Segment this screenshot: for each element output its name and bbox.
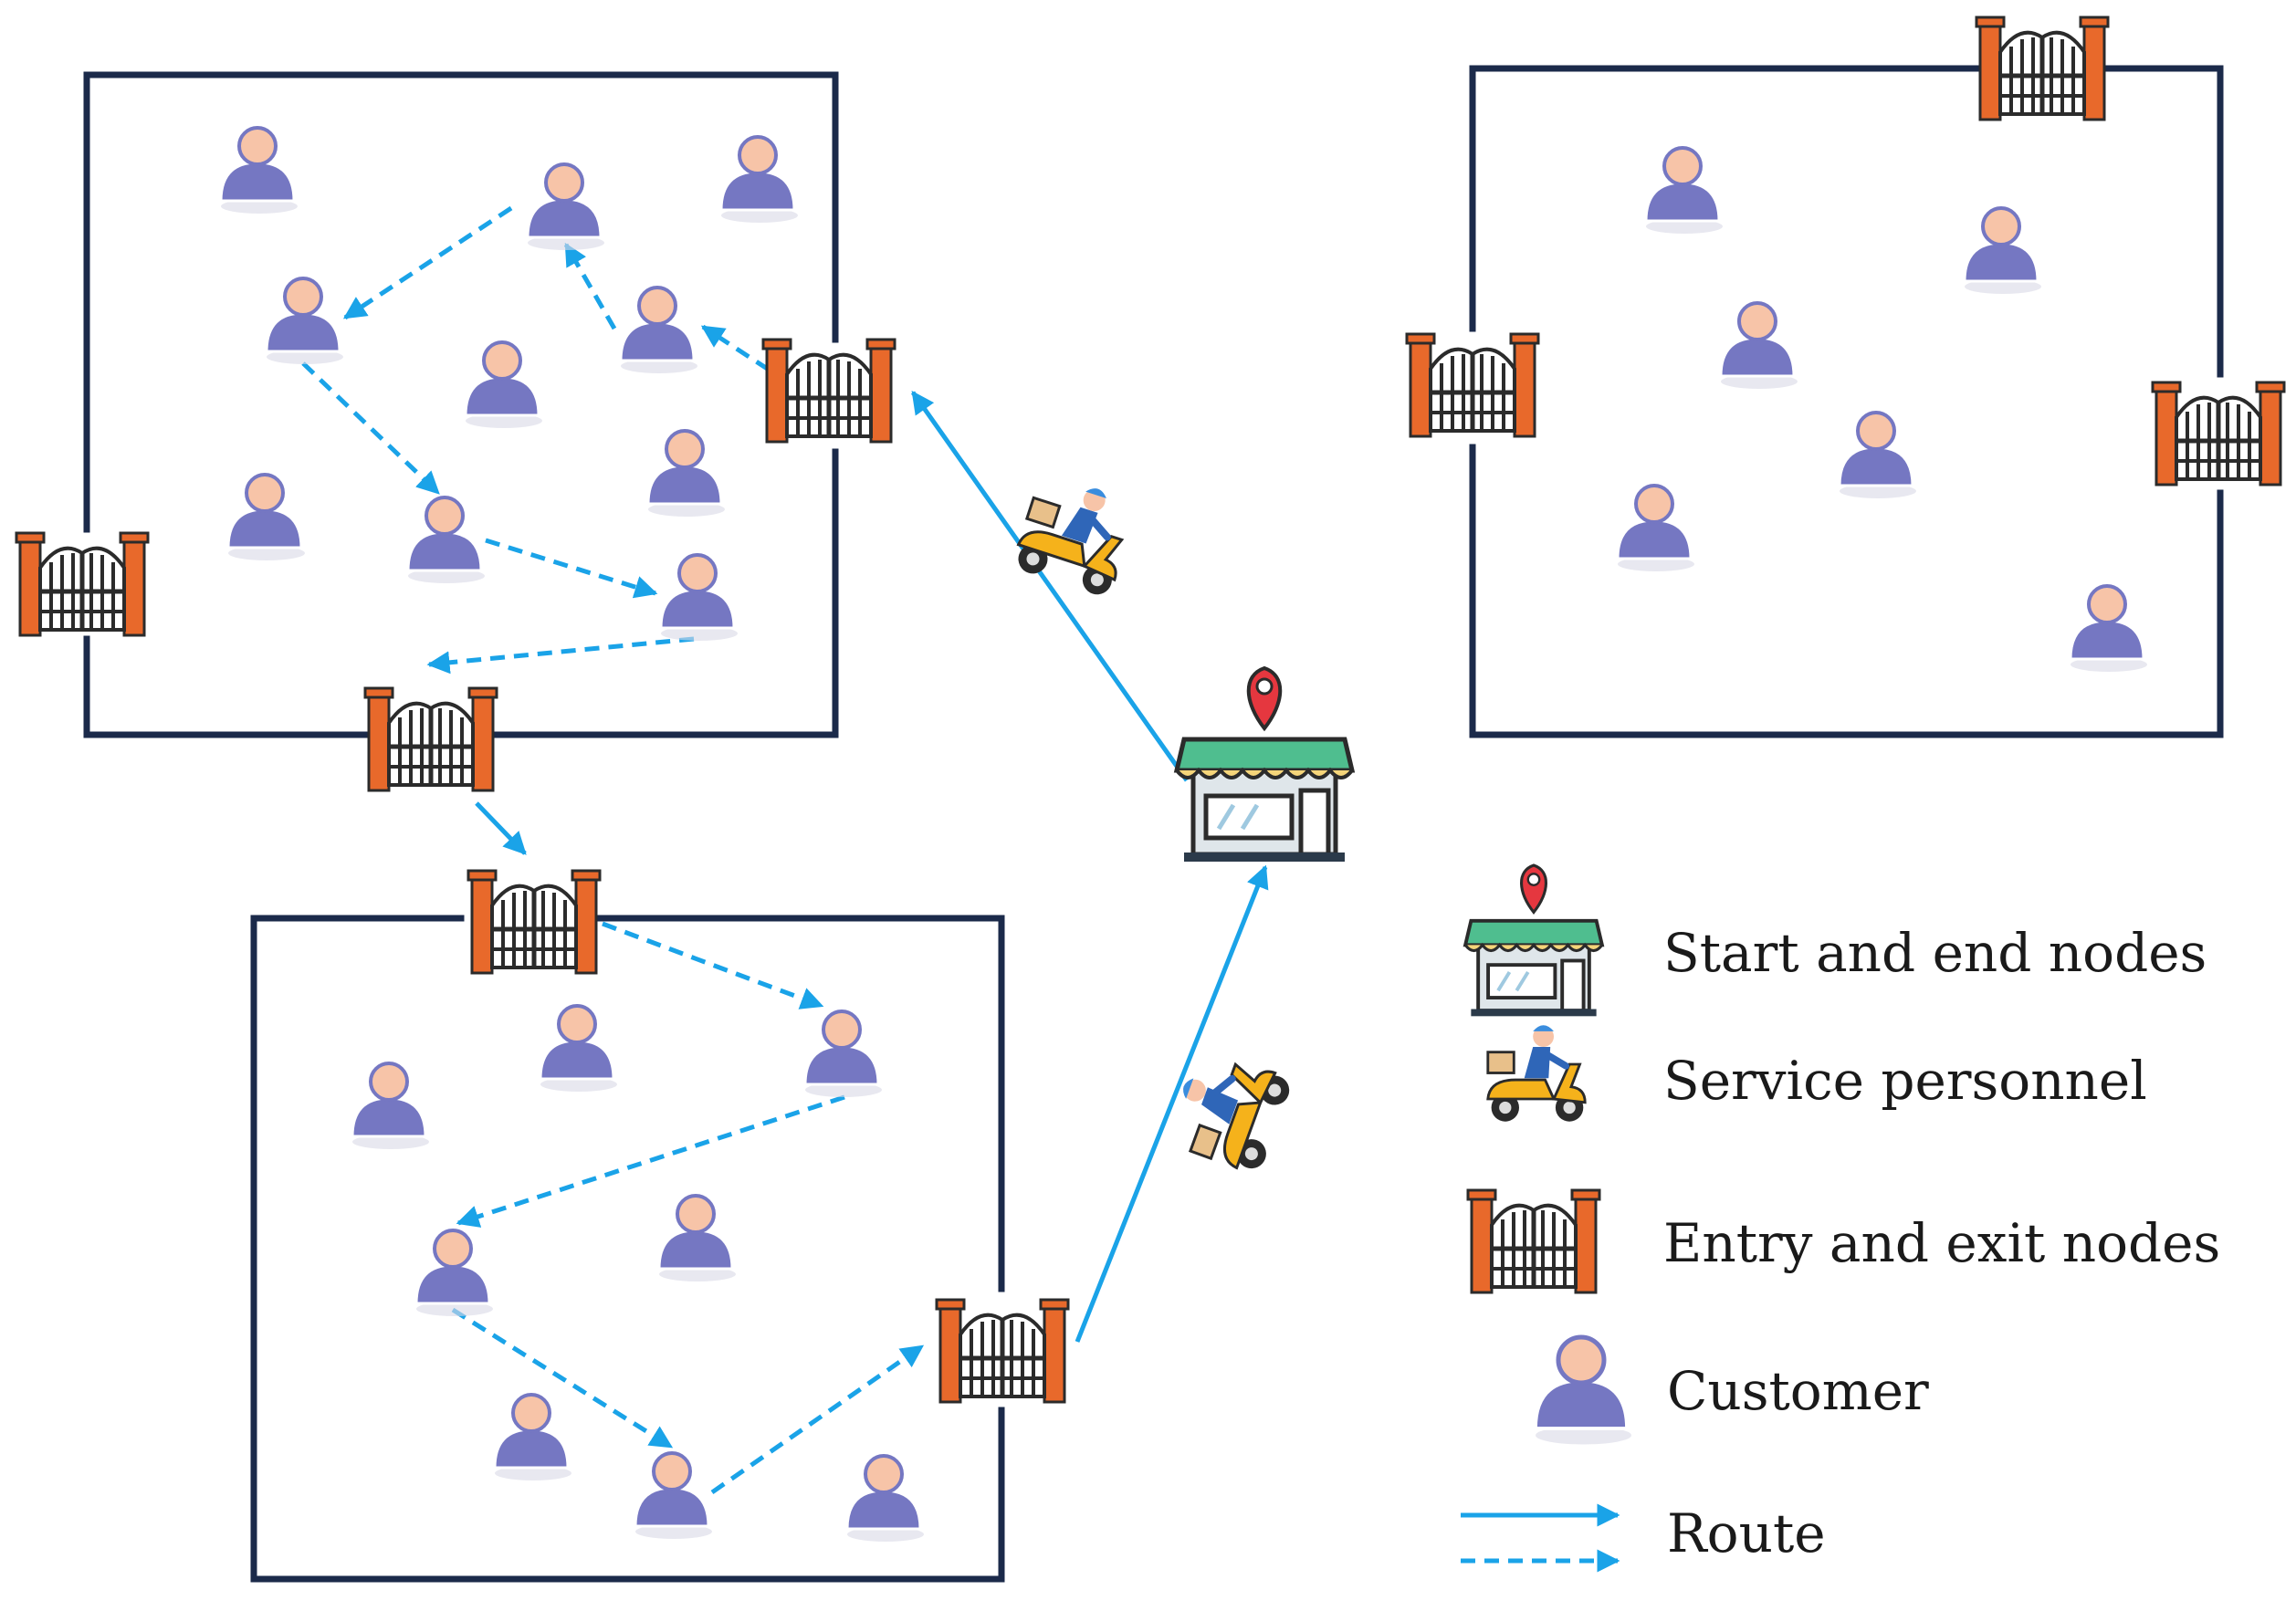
customer-icon [406,496,487,585]
customer-icon [539,1004,619,1093]
legend-label-customer: Customer [1667,1360,1929,1422]
route-gate-to-store [1075,864,1269,1343]
customer-icon [659,553,739,643]
route-store-to-gate [910,390,1190,782]
zone-bottom-left-customers [351,1004,926,1543]
legend-gate-icon [1468,1190,1599,1292]
legend-scooter-icon [1488,1025,1585,1121]
customer-icon [845,1454,926,1543]
customer-icon [634,1451,714,1541]
legend [1461,863,1631,1573]
customer-icon [657,1194,738,1283]
dashed-routes [301,205,925,1495]
customer-icon [1719,301,1799,391]
legend-label-start-end: Start and end nodes [1663,922,2207,984]
customer-icon [226,473,307,562]
route-gate-to-gate [475,801,527,855]
scooter-icon [1164,1045,1295,1176]
legend-label-entry-exit: Entry and exit nodes [1663,1212,2221,1274]
gate-icon [937,1300,1068,1402]
gate-icon [1407,334,1538,436]
legend-customer-icon [1536,1337,1631,1445]
customer-icon [526,162,606,252]
customer-icon [2069,584,2149,674]
gate-icon [468,871,600,973]
customer-icon [414,1229,495,1318]
gate-icon [763,340,895,442]
zone-right-boundary [1469,65,2224,738]
customer-icon [1616,484,1696,573]
gate-icon [2153,382,2284,485]
gate-icon [1976,17,2108,120]
entry-exit-gates [16,17,2284,1402]
legend-label-route: Route [1667,1502,1826,1564]
gate-icon [365,688,497,790]
customer-icon [719,135,800,225]
customer-icon [1838,411,1918,500]
customer-icon [646,429,727,518]
store-icon [1177,668,1352,862]
zone-top-left-customers [219,126,800,643]
customer-icon [265,277,345,366]
customer-icon [219,126,299,215]
zone-bottom-left-boundary [250,915,1005,1583]
legend-label-personnel: Service personnel [1663,1050,2147,1112]
customer-icon [619,286,699,375]
legend-store-icon [1463,863,1604,1019]
customer-icon [1963,206,2043,296]
customer-icon [351,1062,431,1151]
zone-right-customers [1616,146,2149,674]
customer-icon [493,1393,573,1482]
solid-routes [475,390,1269,1343]
scooter-icon [1012,471,1140,599]
gate-icon [16,533,148,635]
customer-icon [1644,146,1725,235]
customer-icon [803,1009,884,1099]
zone-top-left-boundary [83,71,839,738]
customer-icon [464,340,544,430]
